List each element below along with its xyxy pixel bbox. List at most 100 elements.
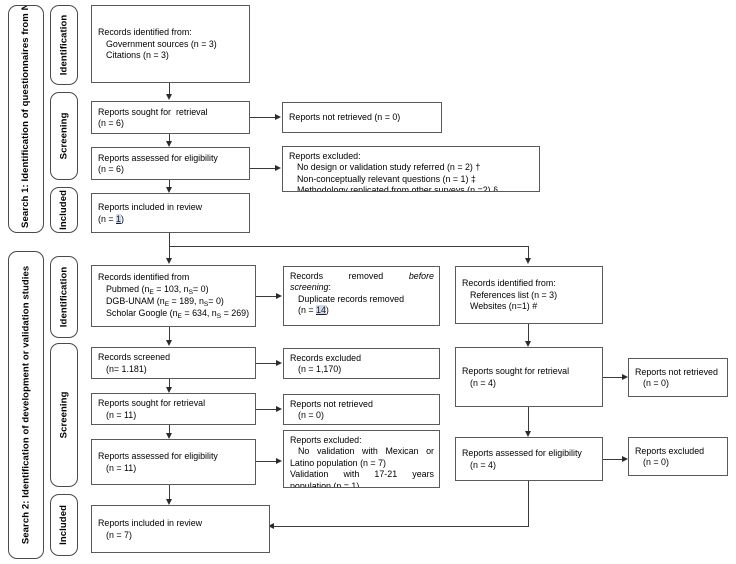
arrowhead-s1-assessed-to-excluded xyxy=(275,165,281,171)
box-s2-records-identified-databases-line2: Pubmed (nE = 103, nS= 0) xyxy=(106,283,209,296)
arrowhead-s1-assessed-to-included xyxy=(166,187,172,193)
box-s2-reports-excluded-right-line1: Reports excluded xyxy=(635,445,705,456)
box-s1-reports-included-line2: (n = 1) xyxy=(98,213,124,224)
arrowhead-s2-identified-db xyxy=(166,258,172,264)
box-s1-reports-excluded-line4: Methodology replicated from other survey… xyxy=(297,185,499,192)
arrowhead-s2-assessed-to-included xyxy=(166,499,172,505)
arrowhead-s2-sought-to-assessed xyxy=(166,433,172,439)
box-s2-reports-excluded-mid: Reports excluded: No validation with Mex… xyxy=(283,430,440,488)
arrowhead-s2-identified-to-screened xyxy=(166,340,172,346)
box-s2-reports-assessed-left-line1: Reports assessed for eligibility xyxy=(98,451,218,462)
box-s2-records-excluded-line1: Records excluded xyxy=(290,352,362,363)
arrowhead-s2-soughtleft-to-notretrieved xyxy=(276,406,282,412)
box-s2-reports-not-retrieved-right: Reports not retrieved (n = 0) xyxy=(628,358,728,397)
box-s2-reports-excluded-mid-line1: Reports excluded: xyxy=(290,435,362,445)
box-s1-records-identified: Records identified from: Government sour… xyxy=(91,5,250,83)
box-s1-reports-assessed-line2: (n = 6) xyxy=(98,164,124,174)
arrowhead-s1-sought-to-assessed xyxy=(166,141,172,147)
search1-phase-included-text: Included xyxy=(58,190,70,230)
connector-s1-identified-to-sought xyxy=(169,83,171,95)
connector-s2-assessedright-to-excludedright xyxy=(603,459,624,461)
arrowhead-s2-soughtright-to-assessedright xyxy=(525,431,531,437)
box-s1-reports-excluded-line2: No design or validation study referred (… xyxy=(297,162,481,173)
box-s2-reports-sought-right-line1: Reports sought for retrieval xyxy=(462,366,570,377)
search2-phase-screening-text: Screening xyxy=(58,391,70,439)
search1-phase-identification: Identification xyxy=(50,5,78,85)
box-s2-records-removed-line2: screening: xyxy=(290,282,331,293)
box-s2-reports-not-retrieved-mid-line1: Reports not retrieved xyxy=(290,398,373,409)
search1-side-label-text: Search 1: Identification of questionnair… xyxy=(20,5,32,228)
search2-side-label-text: Search 2: Identification of development … xyxy=(20,265,32,545)
search2-phase-included-text: Included xyxy=(58,505,70,545)
box-s2-reports-assessed-left-line2: (n = 11) xyxy=(106,462,137,473)
search1-phase-included: Included xyxy=(50,187,78,233)
connector-s1-to-s2-left-drop xyxy=(169,246,171,260)
search2-phase-included: Included xyxy=(50,494,78,556)
connector-s2-soughtleft-to-notretrieved xyxy=(256,409,277,411)
box-s2-reports-assessed-right-line2: (n = 4) xyxy=(470,459,496,470)
arrowhead-s2-screened-to-excluded xyxy=(276,360,282,366)
box-s2-records-excluded: Records excluded (n = 1,170) xyxy=(283,348,440,379)
connector-s2-sought-to-assessed xyxy=(169,425,171,434)
connector-s2-screened-to-sought xyxy=(169,379,171,388)
box-s1-reports-included-line1: Reports included in review xyxy=(98,202,203,213)
connector-s2-soughtright-to-assessedright xyxy=(528,407,530,432)
box-s2-reports-assessed-left: Reports assessed for eligibility (n = 11… xyxy=(91,439,256,485)
box-s1-reports-included: Reports included in review (n = 1) xyxy=(91,193,250,233)
box-s2-reports-not-retrieved-mid: Reports not retrieved (n = 0) xyxy=(283,394,440,425)
connector-s2-identifiedother-to-sought xyxy=(528,324,530,342)
box-s2-records-identified-databases-line1: Records identified from xyxy=(98,272,190,283)
box-s2-records-removed-line1: Records removed before xyxy=(290,271,434,281)
connector-s1-assessed-to-excluded xyxy=(250,168,276,170)
arrowhead-s2-screened-to-sought xyxy=(166,387,172,393)
box-s2-reports-not-retrieved-right-line2: (n = 0) xyxy=(643,378,669,388)
connector-s1-sought-to-assessed xyxy=(169,134,171,142)
connector-s2-identified-to-screened xyxy=(169,327,171,341)
box-s1-reports-sought-line2: (n = 6) xyxy=(98,118,124,128)
box-s2-records-screened: Records screened (n= 1.181) xyxy=(91,347,256,379)
search2-phase-screening: Screening xyxy=(50,343,78,487)
box-s2-reports-assessed-right: Reports assessed for eligibility (n = 4) xyxy=(455,437,603,481)
box-s2-reports-excluded-mid-line5: population (n = 1) xyxy=(290,480,360,488)
connector-s1-to-s2-bridge xyxy=(169,246,529,248)
connector-s2-right-to-included-drop xyxy=(528,481,530,527)
box-s1-reports-sought-line1: Reports sought for retrieval xyxy=(98,106,208,117)
box-s2-reports-included-final-line2: (n = 7) xyxy=(106,529,132,540)
box-s2-reports-sought-left-line1: Reports sought for retrieval xyxy=(98,398,206,409)
box-s2-records-removed-count: 14 xyxy=(316,305,326,316)
box-s1-reports-not-retrieved-line1: Reports not retrieved (n = 0) xyxy=(289,112,401,123)
box-s1-reports-sought: Reports sought for retrieval (n = 6) xyxy=(91,101,250,134)
box-s2-reports-excluded-right: Reports excluded (n = 0) xyxy=(628,437,728,476)
search1-phase-screening: Screening xyxy=(50,92,78,180)
connector-s1-assessed-to-included xyxy=(169,180,171,188)
search1-side-label: Search 1: Identification of questionnair… xyxy=(8,5,44,233)
box-s2-reports-sought-left-line2: (n = 11) xyxy=(106,409,137,420)
box-s2-reports-included-final-line1: Reports included in review xyxy=(98,518,203,529)
box-s2-reports-excluded-mid-line3: Latino population (n = 7) xyxy=(290,457,386,468)
box-s2-reports-not-retrieved-mid-line2: (n = 0) xyxy=(298,410,324,420)
connector-s1-to-s2-stem xyxy=(169,233,171,247)
box-s1-reports-excluded-line1: Reports excluded: xyxy=(289,151,361,161)
search2-side-label: Search 2: Identification of development … xyxy=(8,251,44,559)
box-s2-records-removed-line4: (n = 14) xyxy=(298,305,329,316)
box-s1-reports-included-count: 1 xyxy=(116,213,121,224)
connector-s2-screened-to-excluded xyxy=(256,363,277,365)
box-s2-reports-included-final: Reports included in review (n = 7) xyxy=(91,505,270,553)
box-s2-records-identified-other-line2: References list (n = 3) xyxy=(470,289,558,300)
connector-s1-to-s2-right-drop xyxy=(528,246,530,260)
arrowhead-s2-identified-to-removed xyxy=(276,293,282,299)
box-s2-reports-sought-right-line2: (n = 4) xyxy=(470,377,496,388)
arrowhead-s2-soughtright-to-notretrieved xyxy=(622,374,628,380)
box-s2-records-removed-line3: Duplicate records removed xyxy=(298,293,405,304)
box-s2-records-screened-line2: (n= 1.181) xyxy=(106,363,147,374)
box-s2-records-identified-databases: Records identified from Pubmed (nE = 103… xyxy=(91,265,256,327)
box-s2-reports-assessed-right-line1: Reports assessed for eligibility xyxy=(462,448,582,459)
box-s2-reports-excluded-mid-line4: Validation with 17-21 years xyxy=(290,469,434,480)
box-s1-records-identified-line2: Government sources (n = 3) xyxy=(106,38,217,49)
box-s2-records-screened-line1: Records screened xyxy=(98,352,171,363)
connector-s2-identified-to-removed xyxy=(256,296,277,298)
arrowhead-s2-identified-other xyxy=(525,258,531,264)
arrowhead-s1-sought-to-notretrieved xyxy=(275,114,281,120)
box-s2-reports-sought-left: Reports sought for retrieval (n = 11) xyxy=(91,393,256,425)
box-s2-records-identified-other-line1: Records identified from: xyxy=(462,278,556,289)
